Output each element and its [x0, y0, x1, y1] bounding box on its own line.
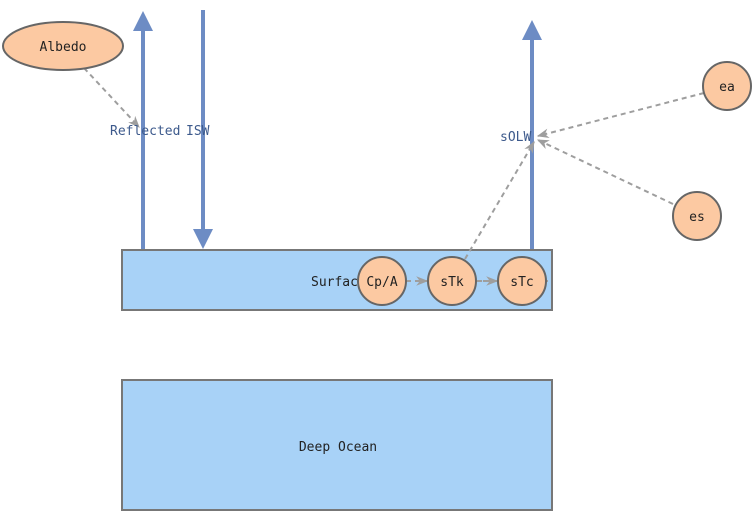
- albedo-node[interactable]: [2, 21, 124, 71]
- stk-label: sTk: [440, 275, 464, 290]
- deep-ocean-stock[interactable]: [121, 379, 553, 511]
- stc-label: sTc: [510, 275, 533, 290]
- es-label: es: [689, 210, 705, 225]
- deep-ocean-label: Deep Ocean: [299, 440, 377, 455]
- albedo-label: Albedo: [40, 40, 87, 55]
- stc-node[interactable]: [497, 256, 547, 306]
- ea-to-solw-link: [536, 92, 705, 138]
- stk-to-solw-link: [464, 140, 535, 260]
- ea-node[interactable]: [702, 61, 752, 111]
- surface-stock-label: Surfac: [311, 275, 358, 290]
- es-to-solw-link: [536, 139, 674, 205]
- ea-label: ea: [719, 80, 735, 95]
- isw-label: ISW: [186, 124, 210, 139]
- solw-label: sOLW: [500, 130, 531, 145]
- cpa-node[interactable]: [357, 256, 407, 306]
- albedo-to-reflected-link: [83, 67, 140, 128]
- reflected-label: Reflected: [110, 124, 180, 139]
- cpa-label: Cp/A: [366, 275, 397, 290]
- es-node[interactable]: [672, 191, 722, 241]
- stk-node[interactable]: [427, 256, 477, 306]
